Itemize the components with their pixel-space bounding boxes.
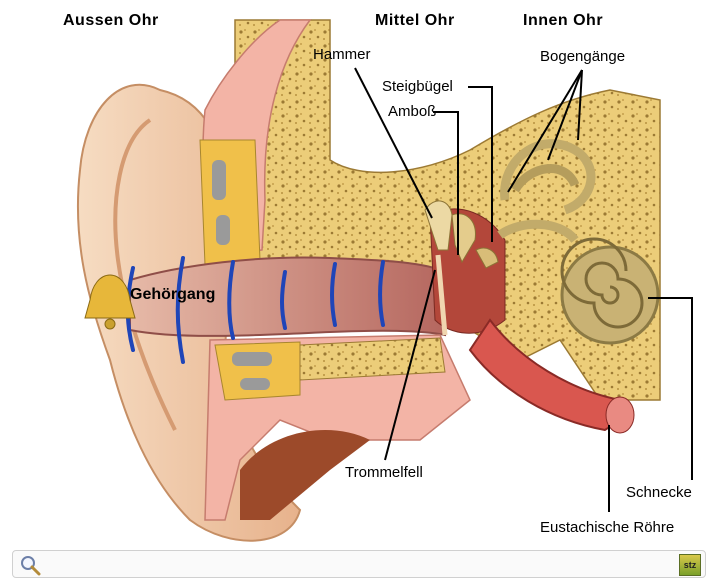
label-amboss: Amboß <box>388 103 436 121</box>
label-trommelfell: Trommelfell <box>345 464 423 482</box>
label-schnecke: Schnecke <box>626 484 692 502</box>
label-bogengaenge: Bogengänge <box>540 48 625 66</box>
label-eustachische-roehre: Eustachische Röhre <box>540 519 674 537</box>
magnifier-icon[interactable] <box>19 554 41 576</box>
cartilage-upper <box>200 140 260 265</box>
section-title-middle-ear: Mittel Ohr <box>375 12 455 30</box>
image-toolbar: stz <box>12 550 706 578</box>
section-title-outer-ear: Aussen Ohr <box>63 12 159 30</box>
label-gehoergang: Gehörgang <box>130 286 215 304</box>
label-hammer: Hammer <box>313 46 371 64</box>
label-steigbuegel: Steigbügel <box>382 78 453 96</box>
logo-icon[interactable]: stz <box>679 554 701 576</box>
section-title-inner-ear: Innen Ohr <box>523 12 603 30</box>
cartilage-lower <box>215 342 300 400</box>
